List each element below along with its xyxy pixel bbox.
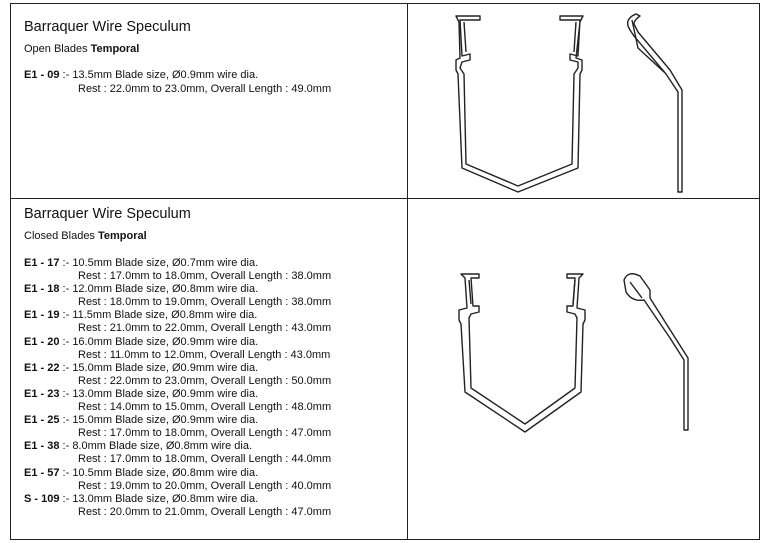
separator: :- <box>59 69 73 81</box>
spec-size-line: E1 - 18 :- 12.0mm Blade size, Ø0.8mm wir… <box>24 283 407 296</box>
spec-size-line: E1 - 20 :- 16.0mm Blade size, Ø0.9mm wir… <box>24 336 407 349</box>
rest-length: Rest : 17.0mm to 18.0mm, Overall Length … <box>78 270 332 283</box>
blade-size: 10.5mm Blade size, Ø0.7mm wire dia. <box>72 257 259 269</box>
spec-list: E1 - 09 :- 13.5mm Blade size, Ø0.9mm wir… <box>10 68 407 96</box>
rest-length: Rest : 17.0mm to 18.0mm, Overall Length … <box>78 427 332 440</box>
section-subtitle: Open Blades Temporal <box>24 43 140 55</box>
spec-size-line: E1 - 57 :- 10.5mm Blade size, Ø0.8mm wir… <box>24 467 407 480</box>
separator: :- <box>59 309 73 322</box>
spec-size-line: E1 - 23 :- 13.0mm Blade size, Ø0.9mm wir… <box>24 388 407 401</box>
separator: :- <box>59 361 73 374</box>
row-divider <box>10 198 760 199</box>
section-closed-blades: Barraquer Wire Speculum Closed Blades Te… <box>10 205 407 519</box>
spec-entry: E1 - 57 :- 10.5mm Blade size, Ø0.8mm wir… <box>24 467 407 493</box>
blade-size: 15.0mm Blade size, Ø0.9mm wire dia. <box>72 361 259 374</box>
separator: :- <box>59 257 73 269</box>
rest-length: Rest : 21.0mm to 22.0mm, Overall Length … <box>78 322 332 335</box>
spec-size-line: E1 - 22 :- 15.0mm Blade size, Ø0.9mm wir… <box>24 362 407 375</box>
section-title: Barraquer Wire Speculum <box>24 19 191 35</box>
product-code: E1 - 09 <box>24 69 60 81</box>
separator: :- <box>59 283 73 296</box>
spec-size-line: E1 - 25 :- 15.0mm Blade size, Ø0.9mm wir… <box>24 414 407 427</box>
blade-size: 16.0mm Blade size, Ø0.9mm wire dia. <box>72 335 259 348</box>
product-code: S - 109 <box>24 492 60 505</box>
product-code: E1 - 25 <box>24 414 60 427</box>
spec-entry: E1 - 18 :- 12.0mm Blade size, Ø0.8mm wir… <box>24 283 407 309</box>
spec-list: E1 - 17 :- 10.5mm Blade size, Ø0.7mm wir… <box>10 257 407 519</box>
spec-entry: E1 - 25 :- 15.0mm Blade size, Ø0.9mm wir… <box>24 414 407 440</box>
separator: :- <box>59 387 73 400</box>
spec-size-line: E1 - 19 :- 11.5mm Blade size, Ø0.8mm wir… <box>24 309 407 322</box>
spec-size-line: S - 109 :- 13.0mm Blade size, Ø0.8mm wir… <box>24 493 407 506</box>
product-code: E1 - 19 <box>24 309 60 322</box>
rest-length: Rest : 18.0mm to 19.0mm, Overall Length … <box>78 296 332 309</box>
rest-length: Rest : 22.0mm to 23.0mm, Overall Length … <box>78 374 332 387</box>
section-subtitle: Closed Blades Temporal <box>24 230 147 242</box>
spec-size-line: E1 - 38 :- 8.0mm Blade size, Ø0.8mm wire… <box>24 440 407 453</box>
rest-length: Rest : 17.0mm to 18.0mm, Overall Length … <box>78 453 332 466</box>
spec-entry: E1 - 22 :- 15.0mm Blade size, Ø0.9mm wir… <box>24 362 407 388</box>
product-code: E1 - 20 <box>24 335 60 348</box>
separator: :- <box>59 414 73 427</box>
spec-entry: E1 - 09 :- 13.5mm Blade size, Ø0.9mm wir… <box>24 68 407 96</box>
blade-size: 10.5mm Blade size, Ø0.8mm wire dia. <box>72 466 259 479</box>
spec-entry: E1 - 23 :- 13.0mm Blade size, Ø0.9mm wir… <box>24 388 407 414</box>
blade-size: 13.0mm Blade size, Ø0.8mm wire dia. <box>72 492 259 505</box>
rest-length: Rest : 14.0mm to 15.0mm, Overall Length … <box>78 401 332 414</box>
section-open-blades: Barraquer Wire Speculum Open Blades Temp… <box>10 18 407 96</box>
separator: :- <box>59 335 73 348</box>
spec-entry: E1 - 38 :- 8.0mm Blade size, Ø0.8mm wire… <box>24 440 407 466</box>
speculum-side-view-icon <box>612 8 692 198</box>
product-code: E1 - 17 <box>24 257 60 269</box>
separator: :- <box>59 492 73 505</box>
section-title: Barraquer Wire Speculum <box>24 206 191 222</box>
blade-size: 11.5mm Blade size, Ø0.8mm wire dia. <box>72 309 258 322</box>
spec-size-line: E1 - 17 :- 10.5mm Blade size, Ø0.7mm wir… <box>24 257 407 270</box>
column-divider <box>407 3 408 540</box>
blade-size: 13.0mm Blade size, Ø0.9mm wire dia. <box>72 387 259 400</box>
blade-size: 8.0mm Blade size, Ø0.8mm wire dia. <box>72 440 253 453</box>
spec-entry: E1 - 20 :- 16.0mm Blade size, Ø0.9mm wir… <box>24 336 407 362</box>
speculum-front-view-icon <box>445 262 595 437</box>
spec-entry: E1 - 17 :- 10.5mm Blade size, Ø0.7mm wir… <box>24 257 407 283</box>
product-code: E1 - 38 <box>24 440 60 453</box>
product-code: E1 - 57 <box>24 466 60 479</box>
separator: :- <box>59 466 73 479</box>
speculum-front-view-icon <box>440 8 600 198</box>
blade-size: 12.0mm Blade size, Ø0.8mm wire dia. <box>72 283 259 296</box>
rest-length: Rest : 19.0mm to 20.0mm, Overall Length … <box>78 479 332 492</box>
rest-length: Rest : 20.0mm to 21.0mm, Overall Length … <box>78 505 332 518</box>
spec-entry: E1 - 19 :- 11.5mm Blade size, Ø0.8mm wir… <box>24 309 407 335</box>
blade-size: 15.0mm Blade size, Ø0.9mm wire dia. <box>72 414 259 427</box>
product-code: E1 - 18 <box>24 283 60 296</box>
spec-size-line: E1 - 09 :- 13.5mm Blade size, Ø0.9mm wir… <box>24 68 407 82</box>
catalog-table <box>10 3 760 540</box>
speculum-side-view-icon <box>614 262 694 437</box>
product-code: E1 - 23 <box>24 387 60 400</box>
rest-length: Rest : 22.0mm to 23.0mm, Overall Length … <box>78 83 332 95</box>
rest-length: Rest : 11.0mm to 12.0mm, Overall Length … <box>78 348 331 361</box>
product-code: E1 - 22 <box>24 361 60 374</box>
spec-entry: S - 109 :- 13.0mm Blade size, Ø0.8mm wir… <box>24 493 407 519</box>
blade-size: 13.5mm Blade size, Ø0.9mm wire dia. <box>72 69 259 81</box>
separator: :- <box>59 440 73 453</box>
